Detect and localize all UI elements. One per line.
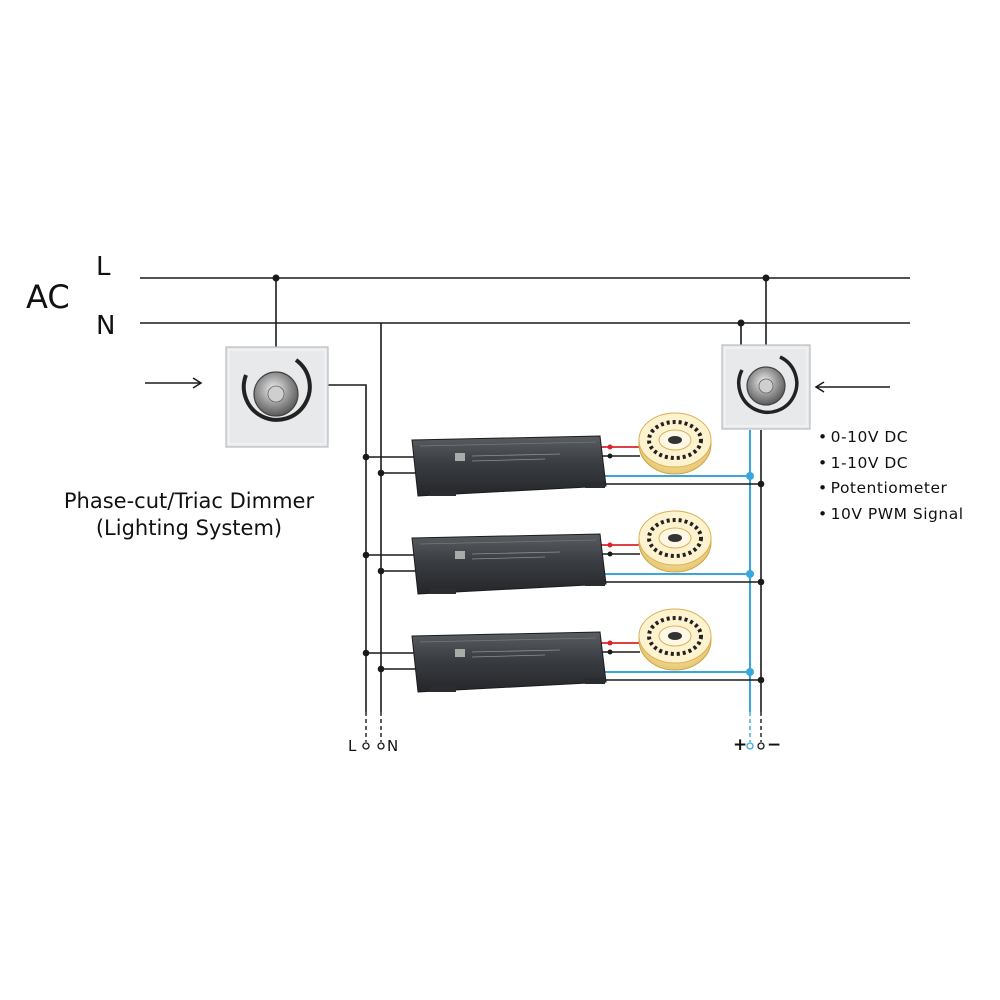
line-n-label: N (96, 311, 116, 341)
arrow-right-icon (145, 377, 203, 389)
junction (746, 570, 754, 578)
driver-label-line (471, 654, 546, 658)
driver-logo (455, 551, 465, 559)
dimmer-title-line1: Phase-cut/Triac Dimmer (63, 489, 315, 513)
driver-foot (430, 686, 456, 692)
driver-foot (430, 588, 456, 594)
driver-label-line (471, 556, 546, 560)
driver-rows (362, 412, 765, 693)
junction (607, 453, 613, 459)
junction (746, 472, 754, 480)
signal-type-item: 1-10V DC (818, 451, 964, 477)
driver-row (362, 412, 765, 497)
reel-led-ring (647, 518, 703, 558)
junction (607, 542, 613, 548)
led-strip-reel-icon (638, 608, 712, 671)
driver-foot (585, 678, 605, 684)
led-strip-reel-icon (638, 510, 712, 573)
junction (377, 665, 385, 673)
driver-foot (585, 482, 605, 488)
junction (607, 640, 613, 646)
driver-label-line (471, 551, 561, 555)
signal-dimmer (721, 344, 811, 430)
reel-center (668, 534, 682, 542)
junction (607, 551, 613, 557)
driver-row (362, 510, 765, 595)
dimmer-title: Phase-cut/Triac Dimmer (Lighting System) (50, 488, 328, 542)
dimmer-title-line2: (Lighting System) (95, 516, 283, 540)
dimmer-knob-icon (737, 355, 799, 415)
junction (757, 578, 765, 586)
terminal-l-label: L (348, 737, 357, 755)
terminal-n-label: N (387, 737, 399, 755)
junction (377, 469, 385, 477)
line-l-label: L (96, 252, 111, 282)
reel-center (668, 436, 682, 444)
terminal-stubs (365, 712, 762, 742)
ac-label: AC (26, 278, 70, 316)
signal-type-item: 10V PWM Signal (818, 502, 964, 528)
terminal-plus-label: + (733, 735, 748, 755)
junction (377, 567, 385, 575)
signal-type-item: Potentiometer (818, 476, 964, 502)
driver-label-line (471, 458, 546, 462)
driver-body (411, 435, 607, 497)
signal-type-list: 0-10V DC 1-10V DC Potentiometer 10V PWM … (818, 425, 964, 527)
driver-label-line (471, 649, 561, 653)
driver-edge-highlight (419, 441, 597, 447)
led-driver-icon (411, 533, 607, 595)
reel-center (668, 632, 682, 640)
junction (757, 676, 765, 684)
junction (746, 668, 754, 676)
signal-type-item: 0-10V DC (818, 425, 964, 451)
driver-foot (430, 490, 456, 496)
led-driver-icon (411, 435, 607, 497)
driver-edge-highlight (419, 539, 597, 545)
driver-logo (455, 649, 465, 657)
driver-label-line (471, 453, 561, 457)
phase-cut-dimmer (225, 346, 329, 448)
junction (757, 480, 765, 488)
driver-foot (585, 580, 605, 586)
driver-body (411, 533, 607, 595)
reel-led-ring (647, 420, 703, 460)
junction (362, 453, 370, 461)
junction (362, 649, 370, 657)
reel-led-ring (647, 616, 703, 656)
driver-body (411, 631, 607, 693)
led-strip-reel-icon (638, 412, 712, 475)
driver-logo (455, 453, 465, 461)
led-driver-icon (411, 631, 607, 693)
driver-edge-highlight (419, 637, 597, 643)
junction (607, 444, 613, 450)
dimmer-knob-icon (241, 358, 312, 422)
mains-junctions (272, 274, 770, 327)
terminal-points (362, 742, 765, 750)
junction (362, 551, 370, 559)
mains-drops (275, 278, 767, 712)
junction (607, 649, 613, 655)
arrow-left-icon (814, 381, 890, 393)
driver-row (362, 608, 765, 693)
terminal-minus-label: − (767, 735, 782, 755)
